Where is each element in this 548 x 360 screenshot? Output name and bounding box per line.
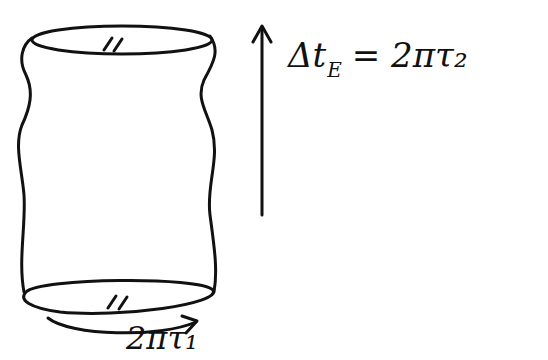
right-side <box>201 36 216 292</box>
subscript: E <box>327 60 342 80</box>
time-interval: Δt <box>288 38 326 72</box>
circumference-label: 2πτ₁ <box>126 322 198 354</box>
identification-marks <box>108 296 127 309</box>
bottom-circle <box>24 280 214 313</box>
left-side <box>19 38 32 292</box>
identification-marks <box>104 38 122 51</box>
time-arrow <box>261 28 264 215</box>
top-circle <box>32 26 212 54</box>
arrow-head <box>253 26 271 42</box>
time-value: = 2πτ₂ <box>352 38 468 72</box>
